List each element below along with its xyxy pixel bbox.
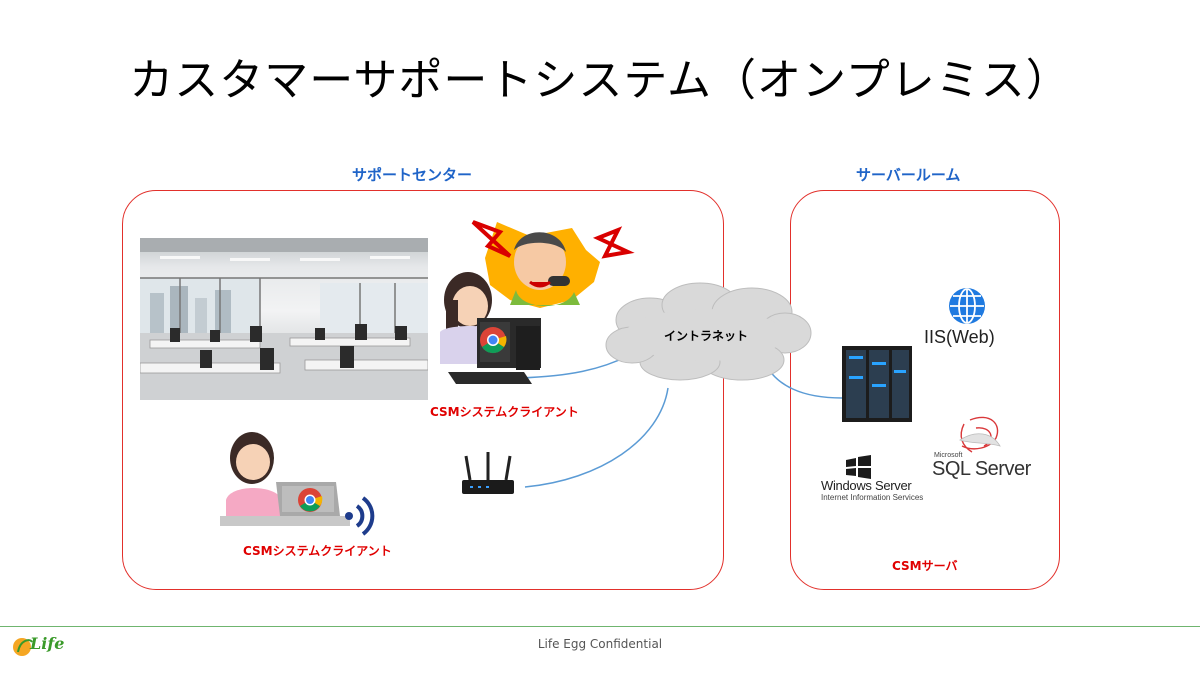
windows-server-text: Windows Server (821, 478, 912, 493)
office-photo (140, 238, 428, 400)
footer-logo-text: Life (30, 634, 65, 653)
client-desktop-label: CSMシステムクライアント (430, 405, 579, 419)
csm-server-label: CSMサーバ (892, 559, 958, 573)
footer-divider (0, 626, 1200, 627)
footer-confidential: Life Egg Confidential (537, 637, 663, 651)
iis-label: IIS(Web) (924, 327, 995, 347)
sql-server-text: SQL Server (932, 458, 1031, 480)
intranet-label: イントラネット (664, 329, 749, 343)
server-room-zone (790, 190, 1060, 590)
sql-microsoft-text: Microsoft (934, 452, 963, 459)
server-room-label: サーバールーム (856, 166, 961, 184)
support-center-label: サポートセンター (352, 166, 473, 184)
iis-subtitle-text: Internet Information Services (821, 493, 924, 502)
support-center-zone (122, 190, 724, 590)
client-laptop-label: CSMシステムクライアント (243, 544, 392, 558)
page-title: カスタマーサポートシステム（オンプレミス） (129, 55, 1071, 106)
